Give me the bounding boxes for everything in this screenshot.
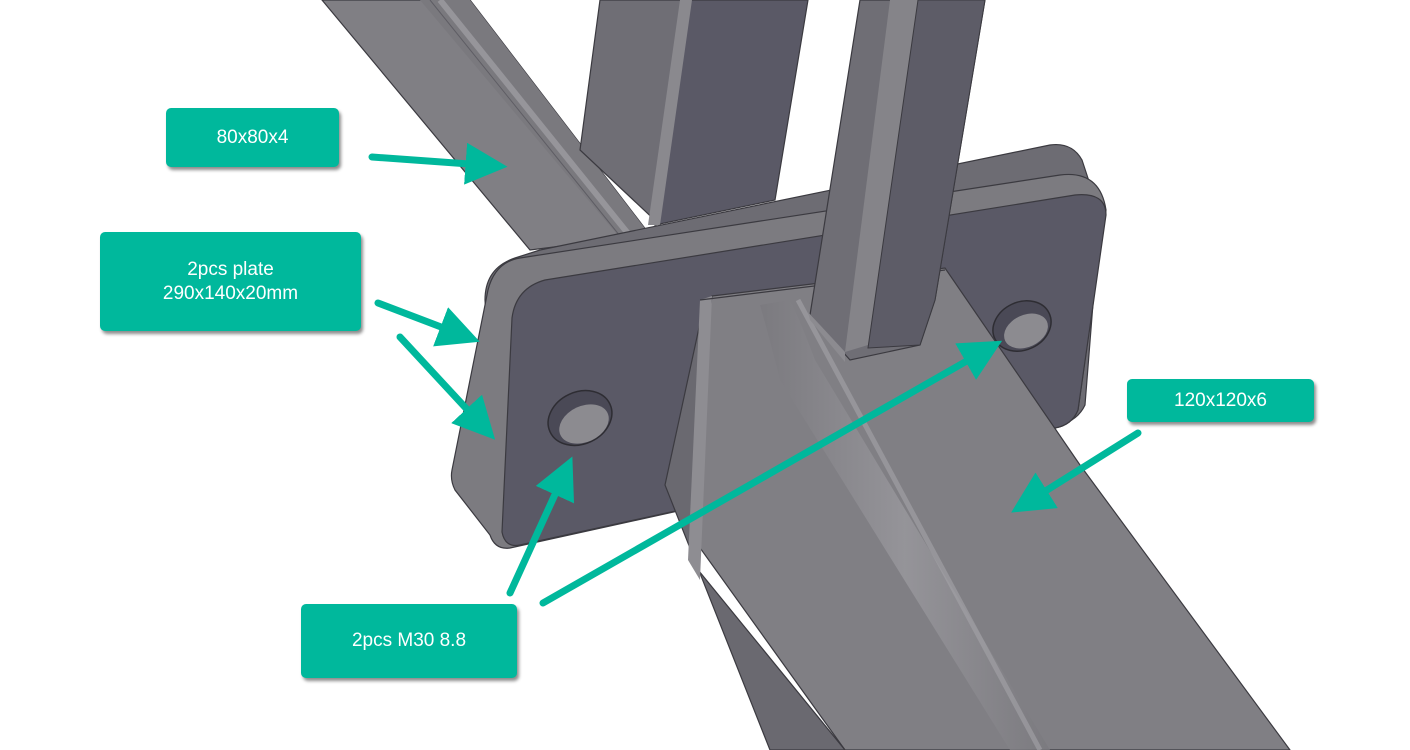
post-80x80-back-left xyxy=(579,0,809,227)
label-plate: 2pcs plate 290x140x20mm xyxy=(100,232,361,331)
arrow-bolt-right xyxy=(539,340,1003,607)
beam-120x120-main xyxy=(664,267,1291,750)
label-120x120-text: 120x120x6 xyxy=(1174,389,1267,411)
arrow-plate-1 xyxy=(374,299,480,347)
post-80x80-front-right xyxy=(808,0,986,362)
label-plate-line1: 2pcs plate xyxy=(187,258,274,280)
label-120x120: 120x120x6 xyxy=(1127,379,1314,422)
label-bolts: 2pcs M30 8.8 xyxy=(301,604,517,678)
arrow-80x80 xyxy=(368,142,508,185)
arrow-120x120 xyxy=(1011,429,1142,513)
arrow-icon xyxy=(368,142,1142,607)
label-80x80: 80x80x4 xyxy=(166,108,339,167)
bolt-hole-left-icon xyxy=(547,389,613,447)
label-bolts-text: 2pcs M30 8.8 xyxy=(351,630,467,651)
arrow-plate-2 xyxy=(396,333,496,440)
label-80x80-text: 80x80x4 xyxy=(216,126,289,148)
label-plate-line2: 290x140x20mm xyxy=(162,282,299,304)
bolt-hole-right-icon xyxy=(992,300,1052,352)
arrow-bolt-left xyxy=(506,456,575,597)
